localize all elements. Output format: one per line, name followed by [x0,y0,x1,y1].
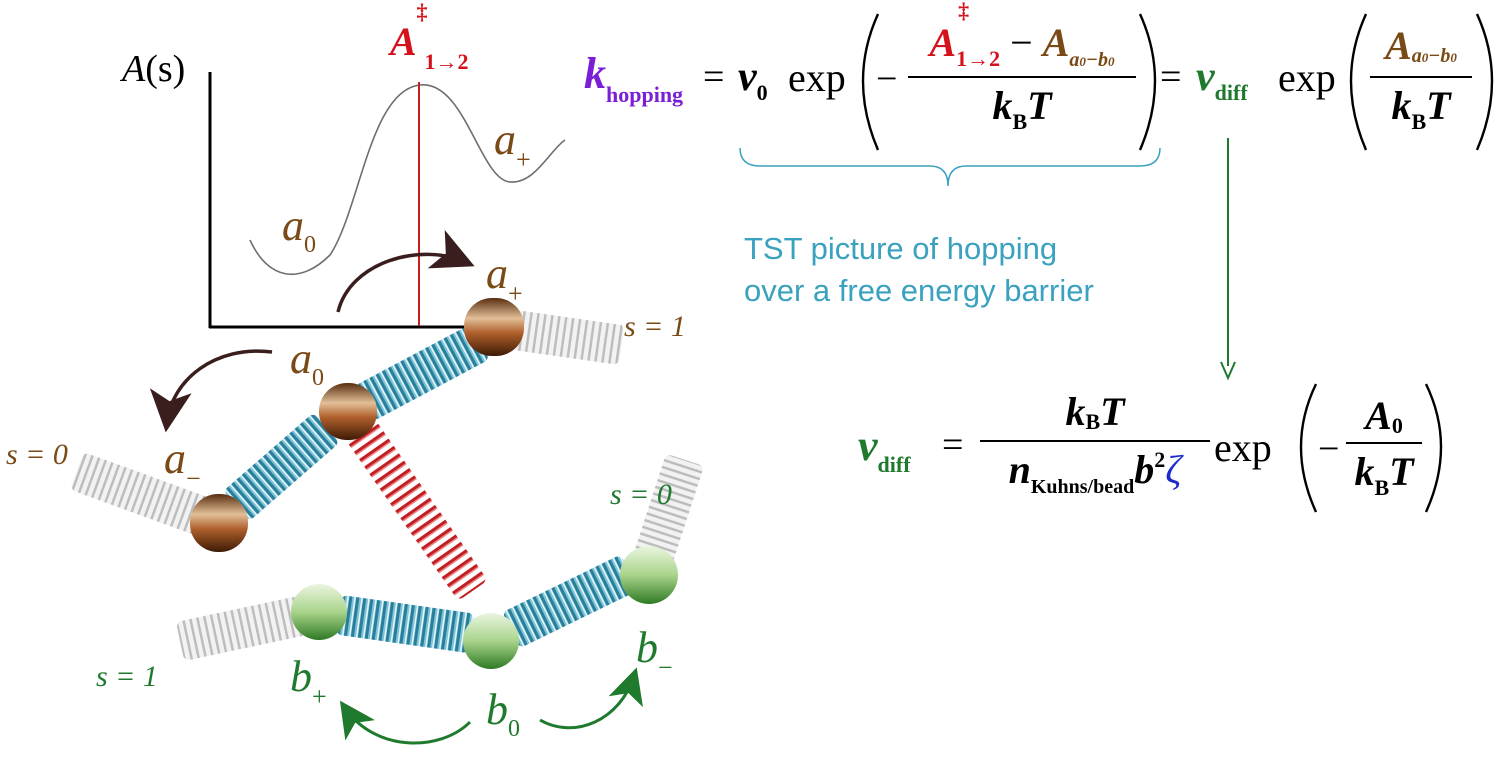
blue-spring-a0-aplus [356,326,488,420]
free-energy-curve [249,84,566,276]
chain-b-bminus-label: b− [636,623,673,682]
chain-b-s1-label: s = 1 [96,660,158,693]
chain-a-s0-label: s = 0 [6,438,68,471]
shift-arrow-a [149,349,273,433]
eq1-exp-1: exp [788,55,846,100]
chain-a [71,298,624,599]
eq2-exp: exp [1214,425,1272,470]
chain-a-a0-label: a0 [290,334,324,391]
eq1-fraction-1-bar [908,76,1136,78]
derivation-arrow-head [1220,361,1236,381]
blue-spring-bplus-b0 [336,595,474,653]
tst-caption: TST picture of hopping over a free energ… [744,228,1094,312]
eq1-k-hopping: khopping [584,49,684,107]
red-spring-crosslink [348,422,486,599]
eq2-minus: − [1318,428,1340,470]
paren-close-3 [1424,383,1443,513]
shift-arrow-b-left [339,700,472,745]
gray-spring-b-end0 [633,455,703,570]
chain-b-b0-label: b0 [486,685,520,742]
eq2-fraction-1-bar [980,440,1210,442]
eq2-equals: = [942,424,964,466]
bead-a-0 [319,383,377,440]
bead-b-0 [463,613,519,669]
brace [739,147,1161,187]
chain-b-bplus-label: b+ [290,652,327,711]
eq1-fraction-2-bar [1370,76,1472,78]
plot-ylabel: A(s) [122,48,186,90]
paren-open-1 [861,13,880,151]
eq2-nu-diff: νdiff [858,421,911,477]
eq1-equals-1: = [703,56,725,98]
eq1-equals-2: = [1160,56,1182,98]
eq1-nu-diff: νdiff [1196,54,1248,105]
bead-a-plus [464,298,524,356]
tst-caption-line1: TST picture of hopping [744,231,1058,266]
plot-barrier-label: A ‡ 1→2 [390,0,469,74]
gray-spring-a-end0 [71,453,212,536]
paren-open-3 [1299,383,1318,513]
plot-a0-label: a0 [282,201,316,258]
blue-spring-aminus-a0 [225,414,338,519]
eq1-exp-2: exp [1278,55,1336,100]
bead-b-plus [291,584,347,640]
chain-b-s0-label: s = 0 [610,478,672,511]
blue-spring-b0-bminus [504,556,637,647]
hop-arrow-a [336,230,475,313]
chain-a-aplus-label: a+ [486,249,523,308]
bead-a-minus [190,494,248,552]
plot-aplus-label: a+ [494,115,531,174]
eq1-minus-1: − [876,58,898,100]
eq2-fraction-2-bar [1346,442,1422,444]
chain-a-s1-label: s = 1 [624,310,686,343]
paren-close-1 [1138,13,1157,151]
free-energy-plot [208,72,622,329]
tst-caption-line2: over a free energy barrier [744,273,1094,308]
eq1-fraction-1: A‡1→2 − Aa0−b0 kBT [908,0,1136,133]
bead-b-minus [620,546,678,604]
gray-spring-b-end1 [177,594,317,660]
eq1-nu0: ν0 [738,54,768,105]
chain-b [177,455,703,745]
paren-open-2 [1349,13,1368,151]
chain-a-aminus-label: a− [164,434,201,493]
paren-close-2 [1475,13,1494,151]
shift-arrow-b-right [539,667,643,730]
gray-spring-a-end1 [498,309,624,365]
